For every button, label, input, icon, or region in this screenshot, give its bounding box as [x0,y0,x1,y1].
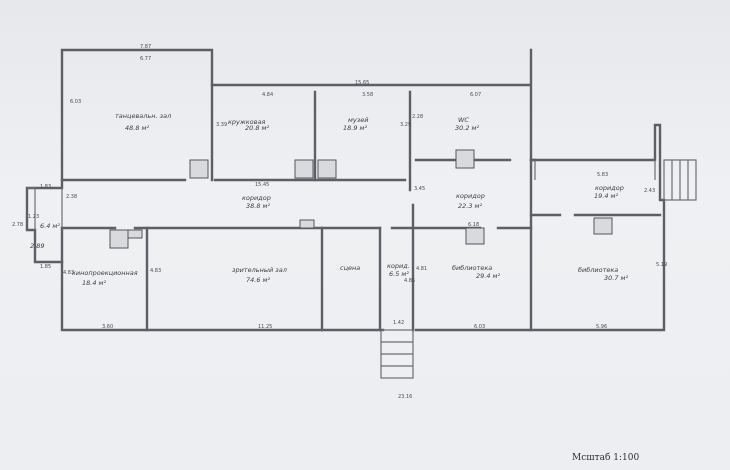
dimension-label: 4.81 [416,266,427,272]
dimension-label: 4.85 [404,278,415,284]
dimension-label: 5.96 [596,324,607,330]
stairs-right [663,159,697,201]
room-label: WC [458,116,469,124]
interior-vertical-walls [60,83,533,332]
outer-wall [25,48,666,332]
room-area: 2.89 [30,242,44,250]
room-area: 19.4 м² [594,192,618,200]
stove-block [109,229,129,249]
dimension-label: 3.29 [400,122,411,128]
stove-block [299,219,315,229]
room-label: кружковая [228,118,265,126]
dimension-label: 11.25 [258,324,272,330]
stove-block [455,149,475,169]
room-label: сцена [340,264,360,272]
dimension-label: 7.87 [140,44,151,50]
dimension-label: 3.58 [362,92,373,98]
dimension-label: 6.18 [468,222,479,228]
room-area: 20.8 м² [245,124,269,132]
stove-block [127,229,143,239]
dimension-label: 4.83 [150,268,161,274]
room-label: корид. [387,262,410,270]
dimension-label: 2.78 [12,222,23,228]
room-area: 30.2 м² [455,124,479,132]
stove-block [189,159,209,179]
stairs-bottom [380,329,414,379]
dimension-label: 5.19 [656,262,667,268]
dimension-label: 2.38 [66,194,77,200]
dimension-label: 2.28 [412,114,423,120]
room-area: 48.8 м² [125,124,149,132]
room-label: библиотека [452,264,492,272]
dimension-label: 6.77 [140,56,151,62]
dimension-label: 4.84 [262,92,273,98]
interior-walls [60,158,662,230]
dimension-label: 15.65 [355,80,369,86]
stove-block [294,159,314,179]
room-label: кинопроекционная [72,269,138,277]
dimension-label: 5.83 [597,172,608,178]
room-area: 38.8 м² [246,202,270,210]
dimension-label: 4.83 [63,270,74,276]
dimension-label: 23.16 [398,394,412,400]
room-label: библиотека [578,266,618,274]
room-label: коридор [456,192,485,200]
room-area: 18.9 м² [343,124,367,132]
dimension-label: 1.23 [28,214,39,220]
dimension-label: 2.43 [644,188,655,194]
scale-label: Мсштаб 1:100 [572,452,639,463]
room-area: 22.3 м² [458,202,482,210]
room-label: зрительный зал [232,266,287,274]
dimension-label: 6.03 [70,99,81,105]
dimension-label: 3.45 [414,186,425,192]
dimension-label: 15.45 [255,182,269,188]
dimension-label: 1.85 [40,264,51,270]
dimension-label: 6.03 [474,324,485,330]
room-area: 30.7 м² [604,274,628,282]
room-label: музей [348,116,368,124]
room-label: коридор [595,184,624,192]
dimension-label: 3.39 [216,122,227,128]
dimension-label: 1.83 [40,184,51,190]
room-area: 18.4 м² [82,279,106,287]
dimension-label: 6.07 [470,92,481,98]
room-area: 29.4 м² [476,272,500,280]
stove-block [317,159,337,179]
stove-block [593,217,613,235]
room-label: коридор [242,194,271,202]
room-area: 6.5 м² [389,270,409,278]
dimension-label: 1.42 [393,320,404,326]
thin-lines [27,160,656,230]
room-area: 74.6 м² [246,276,270,284]
room-label: танцевальн. зал [115,112,171,120]
stove-block [465,227,485,245]
room-area: 6.4 м² [40,222,60,230]
dimension-label: 3.60 [102,324,113,330]
